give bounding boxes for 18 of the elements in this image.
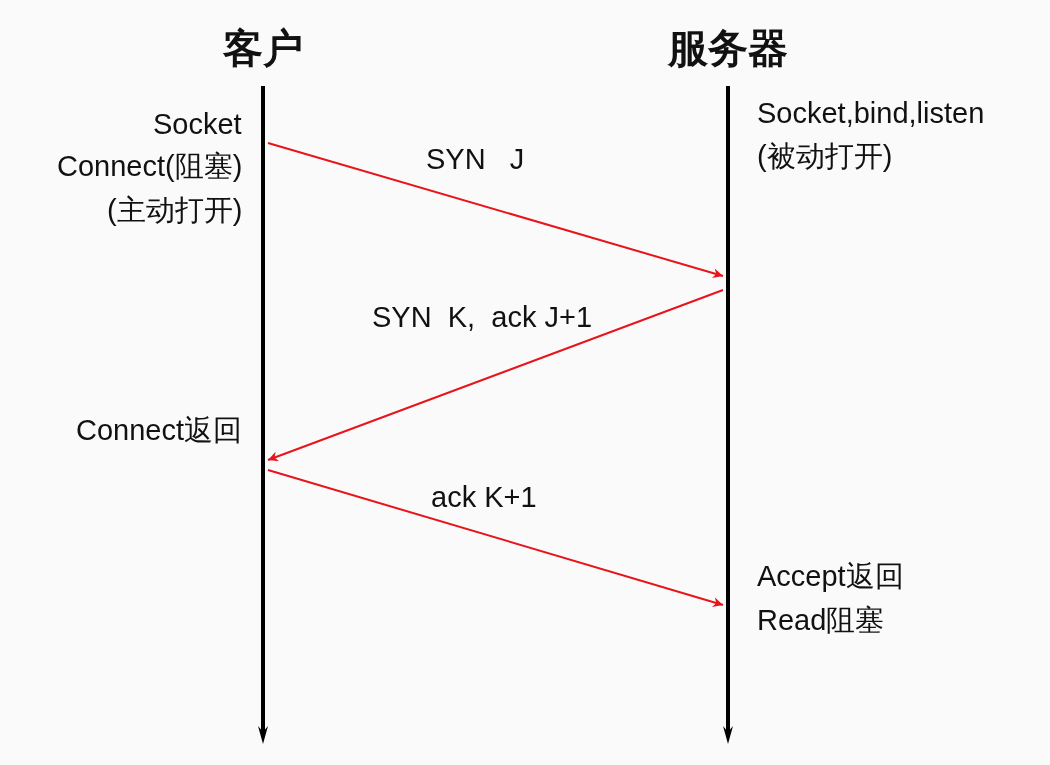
lifeline-arrow — [723, 86, 733, 744]
step-note: Connect返回 — [76, 416, 242, 445]
arrow — [267, 469, 724, 607]
step-note: Accept返回 — [757, 562, 904, 591]
step-note: (被动打开) — [757, 142, 893, 171]
step-note: Socket,bind,listen — [757, 99, 985, 128]
lifeline-heading: 服务器 — [668, 28, 788, 68]
step-note: Socket — [153, 110, 242, 139]
lifeline-heading: 客户 — [223, 28, 303, 68]
edge-label: SYN K, ack J+1 — [372, 303, 592, 332]
edge-label: ack K+1 — [431, 483, 537, 512]
arrow — [267, 289, 724, 462]
arrow — [267, 142, 724, 278]
step-note: Read阻塞 — [757, 606, 885, 635]
edge-label: SYN J — [426, 145, 525, 174]
lifeline-arrow — [258, 86, 268, 744]
step-note: Connect(阻塞) — [57, 152, 243, 181]
step-note: (主动打开) — [107, 196, 243, 225]
